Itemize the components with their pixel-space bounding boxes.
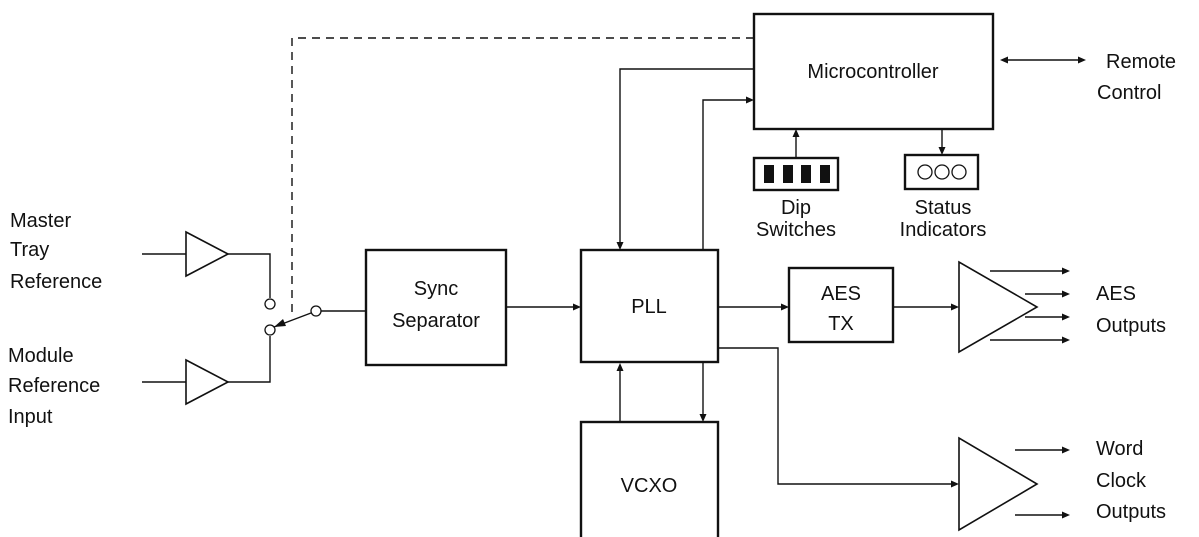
status-led [934, 164, 950, 180]
aes-outputs-label: AES Outputs [1096, 283, 1166, 337]
reference-selector-switch [264, 298, 366, 336]
switch-contact-module [264, 324, 276, 336]
dip-switch-key [764, 165, 774, 183]
word-clock-outputs-label: Word Clock Outputs [1096, 438, 1166, 523]
switch-common-contact [310, 305, 322, 317]
status-indicators-label: Status Indicators [900, 197, 987, 241]
status-indicators-line-1: Status [915, 197, 972, 219]
remote-control-label: Remote Control [1097, 51, 1176, 104]
word-clock-line-1: Word [1096, 438, 1143, 460]
status-led [951, 164, 967, 180]
sync-separator-line-2: Separator [392, 310, 480, 332]
pll-block: PLL [579, 248, 720, 364]
master-tray-reference-label: Master Tray Reference [10, 210, 102, 293]
dip-switches-label: Dip Switches [756, 197, 836, 241]
master-label-line-3: Reference [10, 271, 102, 293]
master-label-line-2: Tray [10, 239, 49, 261]
dip-switch-key [801, 165, 811, 183]
microcontroller-label: Microcontroller [807, 61, 938, 83]
sync-separator-line-1: Sync [414, 278, 458, 300]
dip-switches-line-1: Dip [781, 197, 811, 219]
master-input-buffer [142, 230, 271, 298]
dip-switch-key [783, 165, 793, 183]
module-reference-input-label: Module Reference Input [8, 345, 100, 428]
remote-control-line-1: Remote [1106, 51, 1176, 73]
dip-switch-key [820, 165, 830, 183]
status-indicators [903, 153, 980, 191]
aes-outputs-line-2: Outputs [1096, 315, 1166, 337]
word-clock-output-driver [958, 436, 1070, 532]
module-input-buffer [142, 336, 271, 406]
switch-control-line [291, 37, 754, 312]
module-label-line-2: Reference [8, 375, 100, 397]
pll-label: PLL [631, 296, 667, 318]
status-led [917, 164, 933, 180]
switch-contact-master [264, 298, 276, 310]
module-label-line-1: Module [8, 345, 74, 367]
word-clock-line-3: Outputs [1096, 501, 1166, 523]
master-label-line-1: Master [10, 210, 71, 232]
aes-tx-line-2: TX [828, 313, 854, 335]
dip-switches-line-2: Switches [756, 219, 836, 241]
remote-control-line-2: Control [1097, 82, 1161, 104]
word-clock-line-2: Clock [1096, 470, 1147, 492]
aes-tx-block: AES TX [787, 266, 895, 344]
microcontroller-block: Microcontroller [752, 12, 995, 131]
status-indicators-line-2: Indicators [900, 219, 987, 241]
vcxo-label: VCXO [621, 475, 678, 497]
aes-outputs-line-1: AES [1096, 283, 1136, 305]
module-label-line-3: Input [8, 406, 53, 428]
aes-output-driver [958, 260, 1070, 354]
dip-switches [752, 156, 840, 192]
vcxo-block: VCXO [579, 420, 720, 537]
aes-tx-line-1: AES [821, 283, 861, 305]
sync-separator-block: Sync Separator [364, 248, 508, 367]
